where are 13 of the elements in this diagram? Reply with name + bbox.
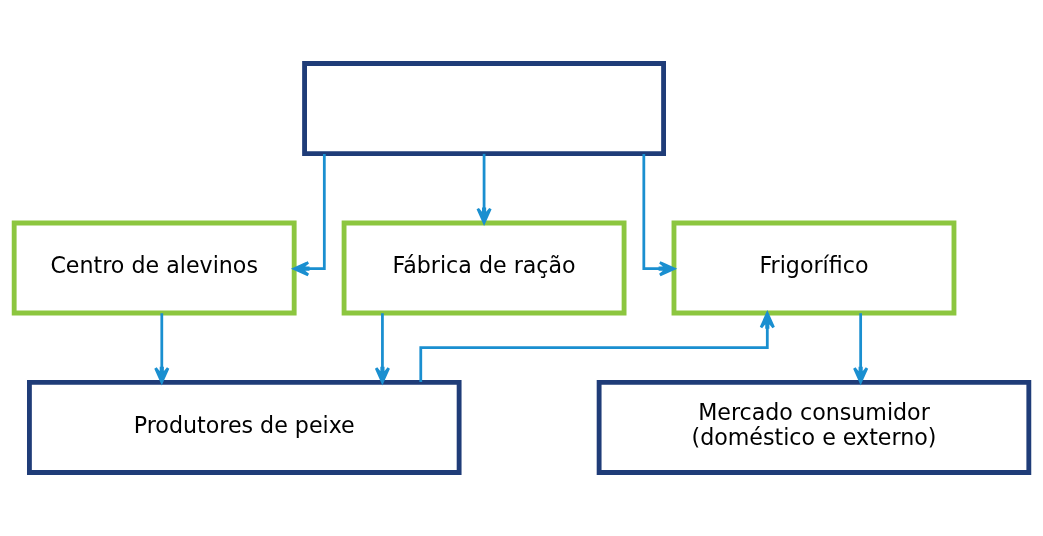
arrow: [292, 154, 326, 277]
node-box: Fábrica de ração: [341, 220, 627, 316]
node-box: Centro de alevinos: [11, 220, 297, 316]
arrow: [154, 313, 170, 384]
node-box: [302, 61, 666, 157]
arrow: [853, 313, 869, 384]
node-box: Frigorífico: [671, 220, 957, 316]
node-box: Produtores de peixe: [27, 379, 462, 475]
arrow: [419, 312, 775, 382]
arrow: [476, 153, 492, 224]
node-box: Mercado consumidor (doméstico e externo): [596, 379, 1032, 475]
arrow: [642, 154, 676, 277]
arrow: [374, 313, 391, 384]
